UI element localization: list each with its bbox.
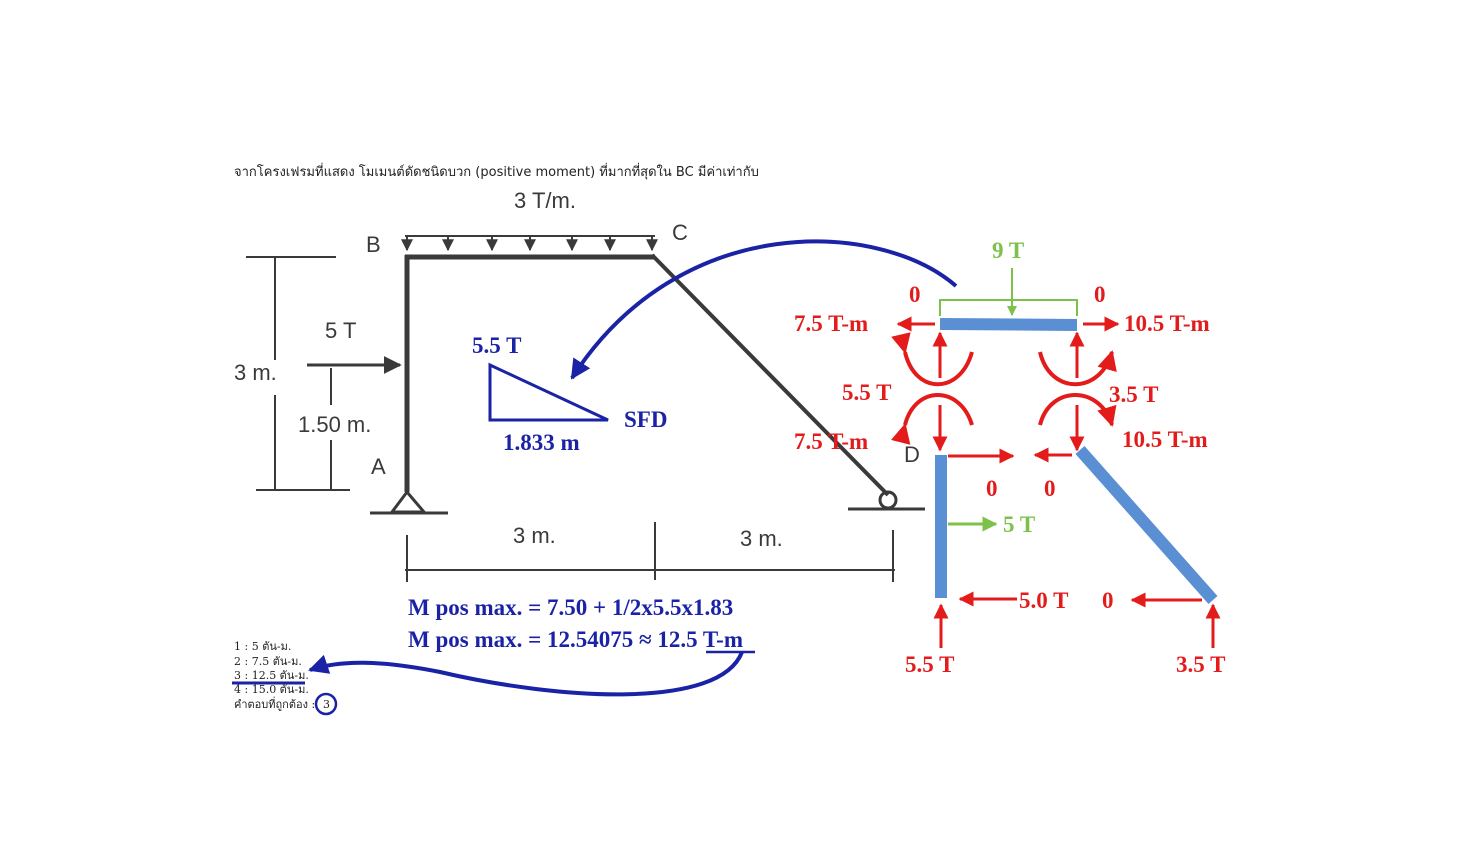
fbd-moment-right-bot: 10.5 T-m <box>1122 427 1208 452</box>
choice-2: 2 : 7.5 ตัน-ม. <box>234 655 302 668</box>
fbd-beam-bc <box>939 318 1078 331</box>
udl-label: 3 T/m. <box>514 188 576 213</box>
fbd-moment-right-top: 10.5 T-m <box>1124 311 1210 336</box>
fbd-zero-tr: 0 <box>1094 282 1106 307</box>
node-c-label: C <box>672 220 688 245</box>
fbd-moment-arc-left-top <box>891 332 974 387</box>
fbd-moment-arc-left-bot <box>890 393 974 445</box>
node-b-label: B <box>366 232 381 257</box>
side-load-label: 5 T <box>325 318 356 343</box>
pointer-arrow-answer <box>308 651 744 697</box>
choice-1: 1 : 5 ตัน-ม. <box>234 640 291 653</box>
frame-sketch <box>246 235 925 582</box>
answer-circle <box>314 692 338 716</box>
sfd-value-label: 5.5 T <box>472 333 521 358</box>
solution-line-1: M pos max. = 7.50 + 1/2x5.5x1.83 <box>408 595 733 620</box>
fbd-moment-arc-right-bot <box>1038 393 1117 427</box>
choice-4: 4 : 15.0 ตัน-ม. <box>234 683 309 696</box>
solution-line-2-prefix: M pos max. = 12.54075 ≈ <box>408 627 657 652</box>
sfd-label: SFD <box>624 407 667 432</box>
answer-label: คำตอบที่ถูกต้อง : <box>234 696 315 711</box>
free-body-diagrams <box>890 268 1221 648</box>
fbd-reaction-d-label: 3.5 T <box>1176 652 1225 677</box>
choice-3: 3 : 12.5 ตัน-ม. <box>234 669 309 682</box>
fbd-moment-left-bot: 7.5 T-m <box>794 429 868 454</box>
pin-support-a <box>389 489 428 514</box>
node-a-label: A <box>371 454 386 479</box>
sfd-diagram <box>488 362 609 422</box>
fbd-moment-left-top: 7.5 T-m <box>794 311 868 336</box>
fbd-reaction-h-label: 5.0 T <box>1019 588 1068 613</box>
pointer-arrow-sfd <box>570 239 958 380</box>
member-cd <box>650 253 890 497</box>
span-left-label: 3 m. <box>513 523 556 548</box>
solution-answer: 12.5 <box>657 627 697 652</box>
fbd-moment-arc-right-top <box>1038 350 1117 387</box>
fbd-beam-load-label: 9 T <box>992 238 1024 263</box>
height-label: 3 m. <box>234 360 277 385</box>
fbd-column-load-label: 5 T <box>1003 512 1035 537</box>
load-height-label: 1.50 m. <box>298 412 371 437</box>
fbd-shear-left: 5.5 T <box>842 380 891 405</box>
fbd-zero-bl: 0 <box>986 476 998 501</box>
node-d-label: D <box>904 442 920 467</box>
fbd-member-cd <box>1075 446 1218 604</box>
fbd-load-bracket <box>939 299 1078 316</box>
fbd-reaction-a-label: 5.5 T <box>905 652 954 677</box>
fbd-zero-tl: 0 <box>909 282 921 307</box>
fbd-zero-br: 0 <box>1044 476 1056 501</box>
sfd-distance-label: 1.833 m <box>503 430 580 455</box>
answer-value: 3 <box>323 698 330 711</box>
fbd-zero-bottom: 0 <box>1102 588 1114 613</box>
span-right-label: 3 m. <box>740 526 783 551</box>
fbd-shear-right: 3.5 T <box>1109 382 1158 407</box>
question-text: จากโครงเฟรมที่แสดง โมเมนต์ดัดชนิดบวก (po… <box>234 163 759 180</box>
sfd-triangle <box>488 362 609 422</box>
solution-line-2: M pos max. = 12.54075 ≈ 12.5 T-m <box>408 627 743 652</box>
solution-line-2-suffix: T-m <box>698 627 743 652</box>
